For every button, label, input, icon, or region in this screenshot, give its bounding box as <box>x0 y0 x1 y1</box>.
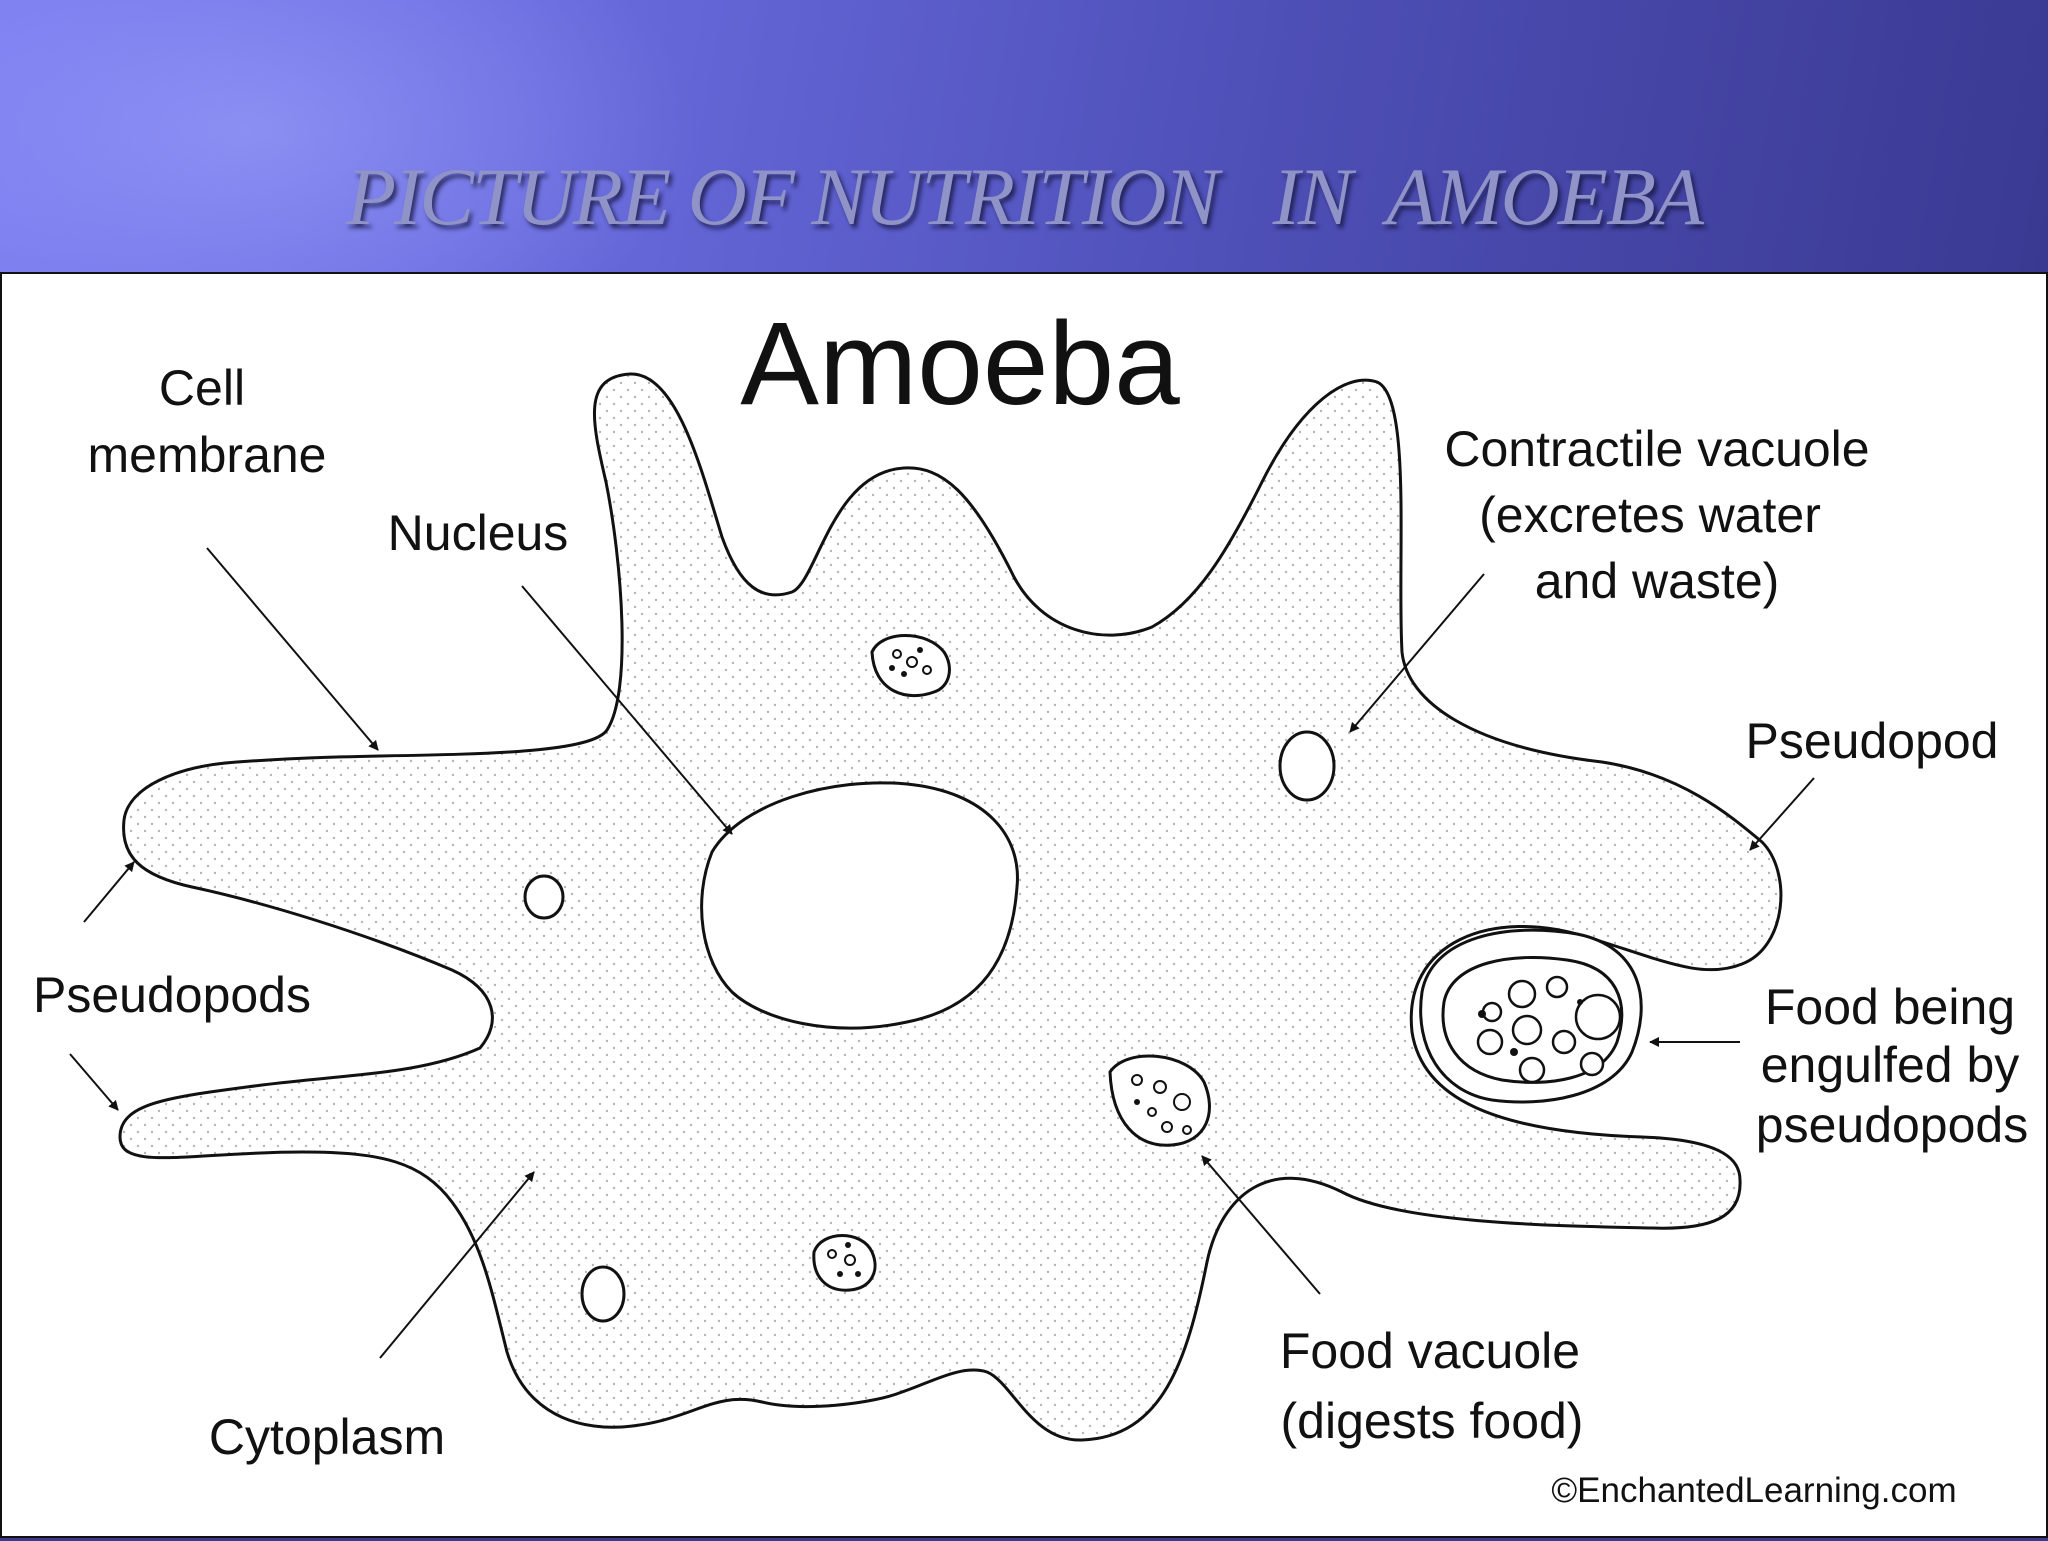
contractile-vacuole-shape <box>1278 730 1336 802</box>
diagram-frame: Amoeba Cell membrane Nucleus Contractile… <box>0 272 2048 1538</box>
label-contractile-2: (excretes water <box>1479 487 1821 543</box>
copyright-text: ©EnchantedLearning.com <box>1551 1471 1956 1510</box>
label-nucleus: Nucleus <box>388 505 569 561</box>
small-vacuole-shape <box>523 874 565 920</box>
label-food-engulfed-3: pseudopods <box>1756 1097 2028 1153</box>
diagram-heading: Amoeba <box>740 298 1180 430</box>
label-food-vacuole-2: (digests food) <box>1281 1393 1584 1449</box>
arrow-pseudopods-lower <box>69 1053 119 1111</box>
amoeba-diagram: Amoeba Cell membrane Nucleus Contractile… <box>33 298 2028 1510</box>
food-engulfed-group <box>1419 928 1643 1104</box>
food-vacuole-top <box>870 634 951 698</box>
label-contractile-3: and waste) <box>1535 553 1780 609</box>
arrow-nucleus <box>521 585 733 835</box>
label-pseudopod: Pseudopod <box>1745 713 1998 769</box>
arrow-pseudopods-upper <box>83 861 135 923</box>
label-cell-membrane-1: Cell <box>159 360 245 416</box>
arrow-pseudopod <box>1749 777 1815 851</box>
small-vacuole-shape <box>580 1265 626 1323</box>
food-vacuole-bottom <box>812 1234 877 1292</box>
label-pseudopods: Pseudopods <box>33 967 311 1023</box>
slide-title: PICTURE OF NUTRITION IN AMOEBA <box>345 151 1704 242</box>
label-cytoplasm: Cytoplasm <box>209 1409 445 1465</box>
label-food-engulfed-2: engulfed by <box>1761 1037 2020 1093</box>
food-vacuole-middle <box>1108 1054 1211 1147</box>
arrow-food-vacuole <box>1201 1155 1321 1295</box>
header-sheen <box>0 0 700 272</box>
slide-header: PICTURE OF NUTRITION IN AMOEBA <box>0 0 2048 272</box>
label-contractile-1: Contractile vacuole <box>1444 421 1869 477</box>
arrow-cytoplasm <box>379 1171 535 1359</box>
nucleus-shape <box>700 781 1019 1030</box>
arrow-contractile <box>1349 573 1485 733</box>
arrow-cell-membrane <box>206 547 379 751</box>
label-cell-membrane-2: membrane <box>88 427 327 483</box>
label-food-engulfed-1: Food being <box>1765 979 2015 1035</box>
label-food-vacuole-1: Food vacuole <box>1280 1323 1580 1379</box>
